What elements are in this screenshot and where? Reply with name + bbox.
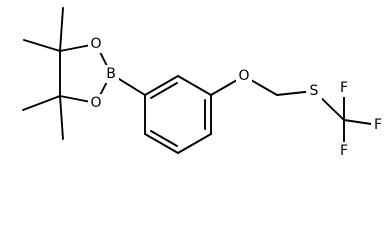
- atom-label-boron: B: [106, 66, 116, 82]
- atom-label-fluorine-top: F: [340, 80, 348, 96]
- bond-ring-5-inner: [150, 130, 178, 147]
- atom-label-fluorine-bottom: F: [340, 143, 348, 159]
- atom-label-oxygen-ether: O: [238, 68, 249, 84]
- atom-bg-f-top: [337, 79, 351, 97]
- atom-label-fluorine-right: F: [374, 117, 382, 133]
- atom-bg-o-ring-bottom: [88, 94, 104, 112]
- atom-bg-sulfur: [306, 82, 322, 100]
- atom-bg-boron: [103, 65, 119, 83]
- atom-bg-f-bottom: [337, 142, 351, 160]
- atom-bg-f-right: [371, 116, 385, 134]
- bond-ring-5: [144, 133, 179, 154]
- bond-ring-2: [177, 75, 212, 96]
- atom-label-sulfur: S: [310, 83, 319, 99]
- bond-methyl-2: [23, 39, 61, 52]
- atom-bg-o-ring-top: [88, 35, 104, 53]
- bond-methyl-4: [59, 95, 64, 140]
- bond-ring-1-inner: [150, 82, 178, 99]
- atom-bg-o-ether: [236, 67, 252, 85]
- bond-ring-4: [177, 133, 212, 154]
- bond-ring-1: [144, 75, 179, 96]
- chemical-structure-diagram: O O B O S F F F: [22, 7, 385, 160]
- atom-label-oxygen-ring-top: O: [90, 36, 101, 52]
- atom-label-oxygen-ring-bottom: O: [90, 95, 101, 111]
- bond-methyl-1: [59, 7, 64, 52]
- bond-methyl-3: [22, 95, 61, 111]
